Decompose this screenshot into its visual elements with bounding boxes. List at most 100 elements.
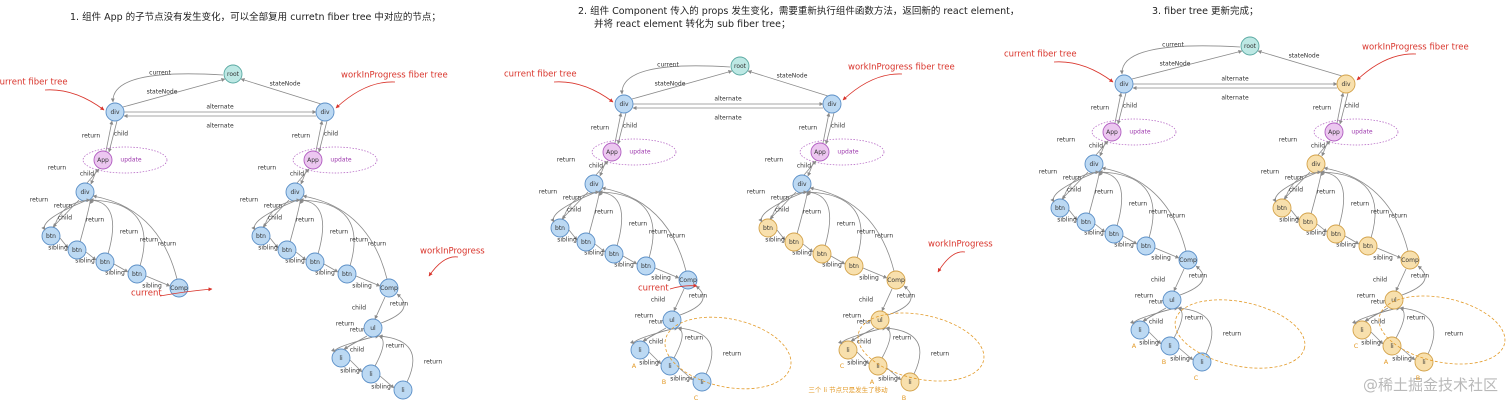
p3-cur-node-btn-2-label: btn [1109, 231, 1119, 238]
p1-sub-edge-ul-loop [331, 336, 374, 353]
p1-wip-node-btn-1-label: btn [282, 247, 292, 254]
p2-cur-edge-child [616, 112, 627, 145]
p1-sub-edge-ul-child [374, 296, 386, 320]
p2-sub2-edge-ul-return [887, 285, 912, 316]
p3-sub2-edge-ul-return [1401, 265, 1426, 296]
p3-sub2-edge-li-return-1 [1395, 307, 1405, 339]
p3-cur-edge-child-2 [1099, 140, 1107, 157]
p2-cur-node-btn-3 [636, 256, 656, 276]
p2-ann-wip-tree-arrow [842, 73, 903, 101]
p3-cur-edge-label-btn-return-3: return [1167, 213, 1186, 220]
panel-2-title: 2. 组件 Component 传入的 props 发生变化，需要重新执行组件函… [578, 6, 1020, 30]
p3-edge-statenode-2 [1257, 50, 1343, 77]
p2-sub2-edge-li-sibling-0 [856, 351, 870, 365]
p2-wip-edge-sibling-1 [802, 243, 814, 253]
p2-wip-node-btn-0 [758, 218, 778, 238]
p2-wip-edge-label-return-loop: return [747, 189, 766, 196]
p1-cur-node-btn-2-label: btn [100, 259, 110, 266]
p1-cur-edge-label-return-2: return [48, 165, 67, 172]
p1-cur-edge-child [107, 120, 118, 153]
p3-wip-edge-sibling-0 [1290, 209, 1300, 221]
p3-edge-label-statenode: stateNode [1160, 61, 1191, 68]
p2-sub-node-ul-label: ul [669, 317, 675, 324]
p2-cur-node-comp-label: Comp [679, 277, 697, 284]
p1-wip-edge-sibling-0 [269, 237, 279, 249]
p2-node-root-label: root [734, 63, 747, 70]
p2-wip-node-div-label: div [827, 101, 836, 108]
p1-wip-node-btn-1 [277, 240, 297, 260]
p3-cur-edge-sibling-3 [1154, 247, 1180, 259]
p2-sub-node-li-0 [630, 340, 650, 360]
p1-ann-current-tree-arrow [44, 89, 105, 111]
p3-sub-node-ul-label: ul [1169, 297, 1175, 304]
p1-edge-label-statenode: stateNode [147, 89, 178, 96]
p2-sub2-edge-li-return-1 [881, 327, 891, 359]
p2-cur-edge-sibling-1 [594, 243, 606, 253]
p3-sub-edge-label-ul-child: child [1151, 277, 1165, 284]
p3-wip-edge-label-return-loop: return [1261, 169, 1280, 176]
p2-wip-node-div [822, 94, 842, 114]
p3-cur-node-btn-1 [1076, 212, 1096, 232]
p1-sub-edge-label-ul-loop: return [336, 321, 355, 328]
p3-cur-node-btn-0-label: btn [1055, 205, 1065, 212]
p1-cur-edge-return [105, 120, 114, 152]
p2-sub2-node-li-0 [838, 340, 858, 360]
p2-cur-edge-btn-return-2 [598, 190, 623, 247]
p3-sub2-node-li-1 [1382, 336, 1402, 356]
p2-sub-edge-label-li-sibling-1: sibling [670, 376, 690, 383]
p1-ann-current-label: current [131, 289, 162, 299]
p1-sub-node-li-1 [361, 364, 381, 384]
p1-cur-edge-label-return: return [82, 133, 101, 140]
p3-node-root-label: root [1244, 43, 1257, 50]
p2-wip-edge-return-2 [803, 160, 817, 176]
p1-wip-node-btn-2 [305, 252, 325, 272]
p2-cur-edge-label-return-2: return [557, 157, 576, 164]
p2-ann-wip-arrow [937, 251, 966, 273]
p2-wip-edge-label-comp-return: return [857, 229, 876, 236]
p1-wip-edge-label-return: return [292, 133, 311, 140]
p3-li-group-right [1378, 295, 1506, 365]
p3-wip-update-region [1313, 118, 1399, 146]
p2-cur-edge-child-2 [599, 160, 607, 177]
p3-cur-edge-sibling-2 [1122, 235, 1138, 245]
p3-sub2-edge-li-sibling-0 [1370, 331, 1384, 345]
p2-cur-node-comp [678, 270, 698, 290]
p2-cur-node-btn-1-label: btn [581, 239, 591, 246]
p2-wip-update-region [799, 138, 885, 166]
p2-li-group-left [664, 316, 792, 390]
p2-sub-edge-li-child [642, 327, 667, 342]
p2-node-root [730, 56, 750, 76]
p1-sub-node-li-0-label: li [339, 355, 343, 362]
p2-wip-node-btn-1 [784, 232, 804, 252]
p1-edge-label-statenode-2: stateNode [270, 81, 301, 88]
p3-cur-edge-label-comp-return: return [1149, 209, 1168, 216]
p2-sub-li-tag-0: A [632, 362, 637, 370]
p3-sub2-edge-label-ul-child: child [1373, 277, 1387, 284]
p3-cur-node-btn-3-label: btn [1141, 243, 1151, 250]
p2-sub2-edge-label-ul-loop: return [843, 313, 862, 320]
p3-cur-edge-sibling-1 [1094, 223, 1106, 233]
p1-sub-node-li-2-label: li [401, 387, 405, 394]
p3-sub2-node-li-0-label: li [1360, 327, 1364, 334]
p2-sub2-node-li-2-label: li [908, 379, 912, 386]
p1-cur-node-div-label: div [110, 109, 119, 116]
p3-wip-edge-sibling-3 [1376, 247, 1402, 259]
p2-cur-edge-child-3 [561, 191, 589, 220]
p1-cur-node-btn-3-label: btn [132, 271, 142, 278]
p3-cur-node-btn-3 [1136, 236, 1156, 256]
p2-wip-edge-return [822, 112, 831, 144]
p2-sub-edge-label-li-sibling-0: sibling [639, 360, 659, 367]
p2-sub2-node-li-2 [900, 372, 920, 392]
p3-wip-node-div-label: div [1341, 81, 1350, 88]
p3-sub-node-li-0-label: li [1138, 327, 1142, 334]
p3-wip-node-app [1324, 122, 1344, 142]
p2-cur-node-div-2-label: div [589, 181, 598, 188]
p2-edge-label-current: current [657, 62, 679, 69]
p3-sub2-li-tag-1: A [1384, 358, 1389, 366]
p2-wip-node-btn-1-label: btn [789, 239, 799, 246]
p3-cur-edge-btn-return-2 [1098, 170, 1123, 227]
p1-sub-edge-li-sibling-0 [349, 359, 363, 373]
p1-cur-edge-sibling-3 [145, 275, 171, 287]
p3-wip-edge-btn-return-2 [1320, 170, 1345, 227]
p2-sub2-node-li-1 [868, 356, 888, 376]
